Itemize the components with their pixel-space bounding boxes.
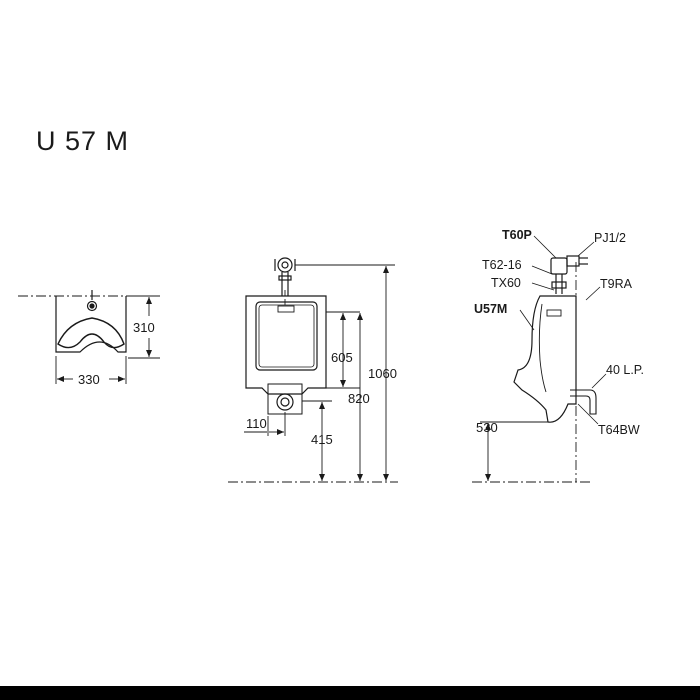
- front-bowl: [255, 301, 318, 371]
- top-view-bowl: [57, 317, 125, 349]
- label-fitting: PJ1/2: [594, 231, 626, 245]
- label-model: U57M: [474, 302, 507, 316]
- label-outlet: 40 L.P.: [606, 363, 644, 377]
- top-view-drain: [86, 300, 98, 312]
- dim-depth-label: 310: [133, 320, 155, 335]
- page-title: U 57 M: [36, 126, 130, 156]
- label-valve: TX60: [491, 276, 521, 290]
- dim-mount-height-label: 530: [476, 420, 498, 435]
- front-flush-valve: [277, 257, 293, 273]
- dim-outlet-offset-label: 110: [246, 416, 267, 431]
- dim-rim-height-label: 820: [348, 391, 370, 406]
- side-outlet-pipe: [570, 389, 597, 415]
- top-view: [18, 290, 160, 384]
- side-flush-valve: [550, 257, 568, 275]
- side-body: [513, 295, 577, 423]
- bottom-bar: [0, 686, 700, 700]
- dim-width-label: 330: [78, 372, 100, 387]
- label-pipe: T62-16: [482, 258, 522, 272]
- dim-outlet-height-label: 415: [311, 432, 333, 447]
- side-view: [472, 235, 607, 483]
- dim-bowl-height-label: 605: [331, 350, 353, 365]
- label-flush-valve: T60P: [502, 228, 532, 242]
- front-view: [228, 257, 398, 483]
- label-spud: T9RA: [600, 277, 633, 291]
- top-view-outline: [55, 296, 127, 353]
- dim-total-height-label: 1060: [368, 366, 397, 381]
- label-trap: T64BW: [598, 423, 640, 437]
